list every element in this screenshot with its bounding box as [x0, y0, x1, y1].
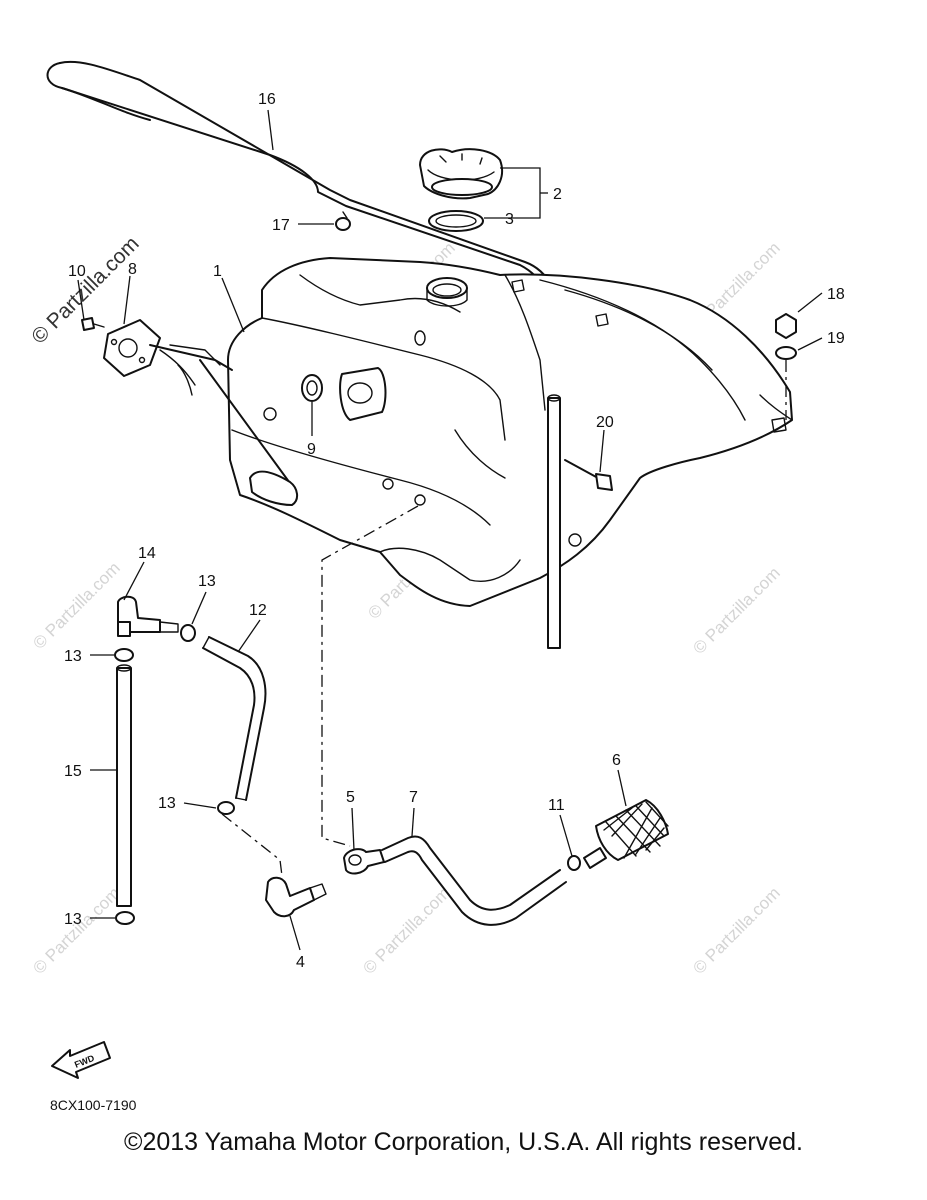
- watermark: © Partzilla.com: [29, 883, 123, 977]
- watermark: © Partzilla.com: [689, 883, 783, 977]
- fwd-arrow-icon: FWD: [51, 1041, 111, 1079]
- callout-5: 5: [346, 789, 355, 806]
- callout-7: 7: [409, 789, 418, 806]
- callout-11: 11: [548, 797, 565, 814]
- callout-3: 3: [505, 211, 514, 228]
- part-5-fuel-cock: [343, 848, 385, 875]
- callout-numbers: 16 2 3 17 1 10 8 9 18 19 20 14 13 12 13 …: [64, 91, 845, 971]
- callout-16: 16: [258, 91, 276, 108]
- callout-9: 9: [307, 441, 316, 458]
- part-4-elbow-joint: [265, 876, 327, 918]
- vent-tube: [547, 394, 561, 649]
- callout-13: 13: [158, 795, 176, 812]
- part-18-nut: [775, 313, 797, 339]
- callout-14: 14: [138, 545, 156, 562]
- callout-2: 2: [553, 186, 562, 203]
- callout-4: 4: [296, 954, 305, 971]
- callout-12: 12: [249, 602, 267, 619]
- part-6-fuel-filter: [583, 799, 669, 869]
- part-12-hose: [202, 636, 267, 801]
- part-1-fuel-tank: [227, 257, 793, 607]
- part-7-fuel-hose: [381, 835, 567, 926]
- callout-1: 1: [213, 263, 222, 280]
- callout-13: 13: [198, 573, 216, 590]
- copyright-notice: ©2013 Yamaha Motor Corporation, U.S.A. A…: [124, 1128, 803, 1156]
- part-10-screw: [81, 317, 105, 331]
- part-11-clip: [567, 855, 581, 871]
- part-13-clamp: [217, 801, 235, 815]
- watermark: © Partzilla.com: [689, 563, 783, 657]
- part-17-clip: [335, 211, 351, 231]
- diagram-code: 8CX100-7190: [50, 1097, 137, 1113]
- part-13-clamp: [180, 624, 196, 642]
- callout-15: 15: [64, 763, 82, 780]
- callout-8: 8: [128, 261, 137, 278]
- callout-13: 13: [64, 911, 82, 928]
- part-8-fuel-sender: [103, 319, 298, 506]
- part-3-gasket: [428, 210, 484, 232]
- leader-lines: [77, 109, 823, 951]
- part-15-hose: [116, 664, 132, 907]
- callout-13: 13: [64, 648, 82, 665]
- part-2-fuel-cap: [419, 148, 504, 200]
- part-13-clamp: [115, 911, 135, 925]
- part-13-clamp: [114, 648, 134, 662]
- callout-6: 6: [612, 752, 621, 769]
- callout-10: 10: [68, 263, 86, 280]
- callout-18: 18: [827, 286, 845, 303]
- assembly-line: [321, 505, 419, 847]
- part-20-stay: [564, 459, 613, 491]
- watermark: © Partzilla.com: [359, 883, 453, 977]
- callout-19: 19: [827, 330, 845, 347]
- assembly-line: [221, 813, 283, 877]
- callout-17: 17: [272, 217, 290, 234]
- callout-20: 20: [596, 414, 614, 431]
- part-14-elbow: [117, 595, 179, 637]
- part-19-washer: [775, 346, 797, 360]
- watermark: © Partzilla.com: [29, 558, 123, 652]
